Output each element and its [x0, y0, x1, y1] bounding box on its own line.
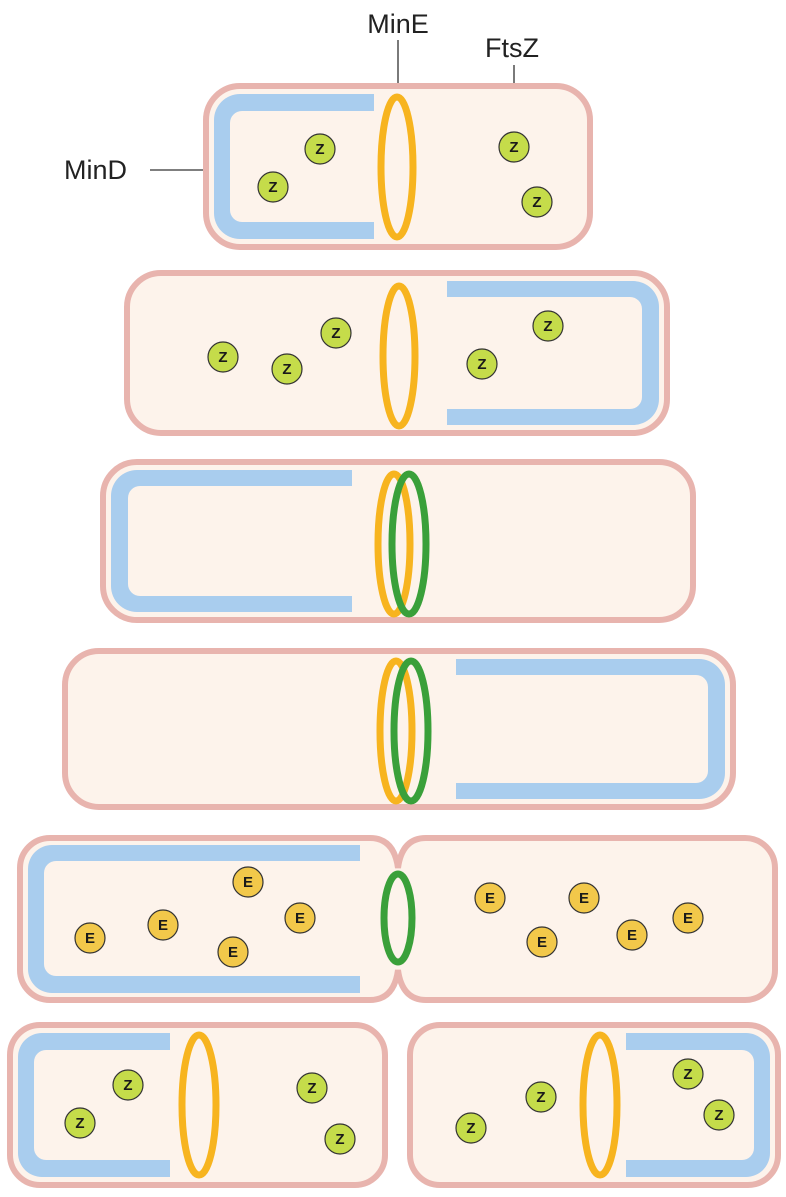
label-mind-text: MinD	[64, 155, 127, 185]
mine-particle: E	[217, 936, 249, 968]
svg-text:Z: Z	[331, 325, 340, 342]
label-ftsz-text: FtsZ	[485, 33, 539, 63]
ftsz-ring	[390, 657, 432, 805]
stage-6-daughter-right: Z Z Z Z	[407, 1022, 781, 1188]
svg-text:E: E	[537, 934, 547, 951]
svg-text:E: E	[85, 930, 95, 947]
mind-polar-zone	[18, 1033, 170, 1177]
svg-text:E: E	[683, 910, 693, 927]
ftsz-particle: Z	[521, 186, 553, 218]
svg-text:Z: Z	[683, 1066, 692, 1083]
svg-text:Z: Z	[123, 1077, 132, 1094]
ftsz-particle: Z	[304, 133, 336, 165]
stage-3-cell	[100, 459, 696, 623]
mine-ring	[579, 1031, 621, 1179]
svg-text:Z: Z	[466, 1120, 475, 1137]
mine-particle: E	[74, 922, 106, 954]
svg-text:Z: Z	[543, 318, 552, 335]
ftsz-particle: Z	[64, 1107, 96, 1139]
mine-ring	[374, 470, 414, 618]
ftsz-particle: Z	[257, 171, 289, 203]
mine-particle: E	[526, 926, 558, 958]
ftsz-ring	[380, 870, 416, 966]
label-mine-text: MinE	[367, 9, 429, 39]
mine-particle: E	[232, 866, 264, 898]
mine-particle: E	[474, 882, 506, 914]
svg-text:E: E	[485, 890, 495, 907]
ftsz-ring	[388, 470, 430, 618]
mine-ring	[178, 1031, 220, 1179]
ftsz-particle: Z	[498, 131, 530, 163]
mine-particle: E	[672, 902, 704, 934]
stage-1-cell: Z Z Z Z	[203, 83, 593, 250]
cell-envelope	[17, 835, 778, 1003]
mine-particle: E	[147, 909, 179, 941]
mind-polar-zone	[111, 470, 352, 612]
mind-polar-zone	[456, 659, 725, 799]
svg-text:Z: Z	[315, 141, 324, 158]
ftsz-particle: Z	[324, 1123, 356, 1155]
ftsz-particle: Z	[271, 353, 303, 385]
svg-text:Z: Z	[268, 179, 277, 196]
mind-polar-zone-left	[28, 845, 360, 993]
stage-6-daughter-left: Z Z Z Z	[7, 1022, 388, 1188]
ftsz-particle: Z	[532, 310, 564, 342]
svg-text:Z: Z	[509, 139, 518, 156]
label-mind: MinD	[64, 155, 222, 185]
cell-envelope	[100, 459, 696, 623]
svg-text:Z: Z	[335, 1131, 344, 1148]
svg-text:E: E	[243, 874, 253, 891]
mine-ring	[377, 93, 417, 241]
mine-ring	[376, 657, 416, 805]
ftsz-particle: Z	[320, 317, 352, 349]
mind-polar-zone	[447, 281, 659, 425]
svg-text:Z: Z	[75, 1115, 84, 1132]
ftsz-particle: Z	[455, 1112, 487, 1144]
mine-ring	[379, 282, 419, 430]
ftsz-particle: Z	[703, 1099, 735, 1131]
mind-polar-zone	[626, 1033, 770, 1177]
svg-text:Z: Z	[218, 349, 227, 366]
cell-envelope	[62, 648, 736, 810]
svg-text:Z: Z	[282, 361, 291, 378]
stage-5-cell: E E E E E E E E E E	[17, 835, 778, 1003]
ftsz-particle: Z	[466, 348, 498, 380]
svg-text:Z: Z	[307, 1080, 316, 1097]
mine-particle: E	[616, 919, 648, 951]
svg-text:Z: Z	[536, 1089, 545, 1106]
svg-text:Z: Z	[477, 356, 486, 373]
svg-text:Z: Z	[532, 194, 541, 211]
cell-envelope	[124, 270, 670, 436]
mind-polar-zone	[214, 94, 374, 239]
cell-envelope	[203, 83, 593, 250]
svg-text:E: E	[295, 910, 305, 927]
ftsz-particle: Z	[296, 1072, 328, 1104]
ftsz-particle: Z	[207, 341, 239, 373]
mine-particle: E	[568, 882, 600, 914]
svg-text:E: E	[228, 944, 238, 961]
mine-particle: E	[284, 902, 316, 934]
stage-2-cell: Z Z Z Z Z	[124, 270, 670, 436]
ftsz-particle: Z	[525, 1081, 557, 1113]
ftsz-particle: Z	[672, 1058, 704, 1090]
svg-text:E: E	[579, 890, 589, 907]
svg-text:E: E	[627, 927, 637, 944]
ftsz-particle: Z	[112, 1069, 144, 1101]
cell-envelope	[7, 1022, 388, 1188]
svg-text:Z: Z	[714, 1107, 723, 1124]
label-mine: MinE	[367, 9, 429, 95]
svg-text:E: E	[158, 917, 168, 934]
stage-4-cell	[62, 648, 736, 810]
cytoplasm-right	[455, 845, 767, 993]
